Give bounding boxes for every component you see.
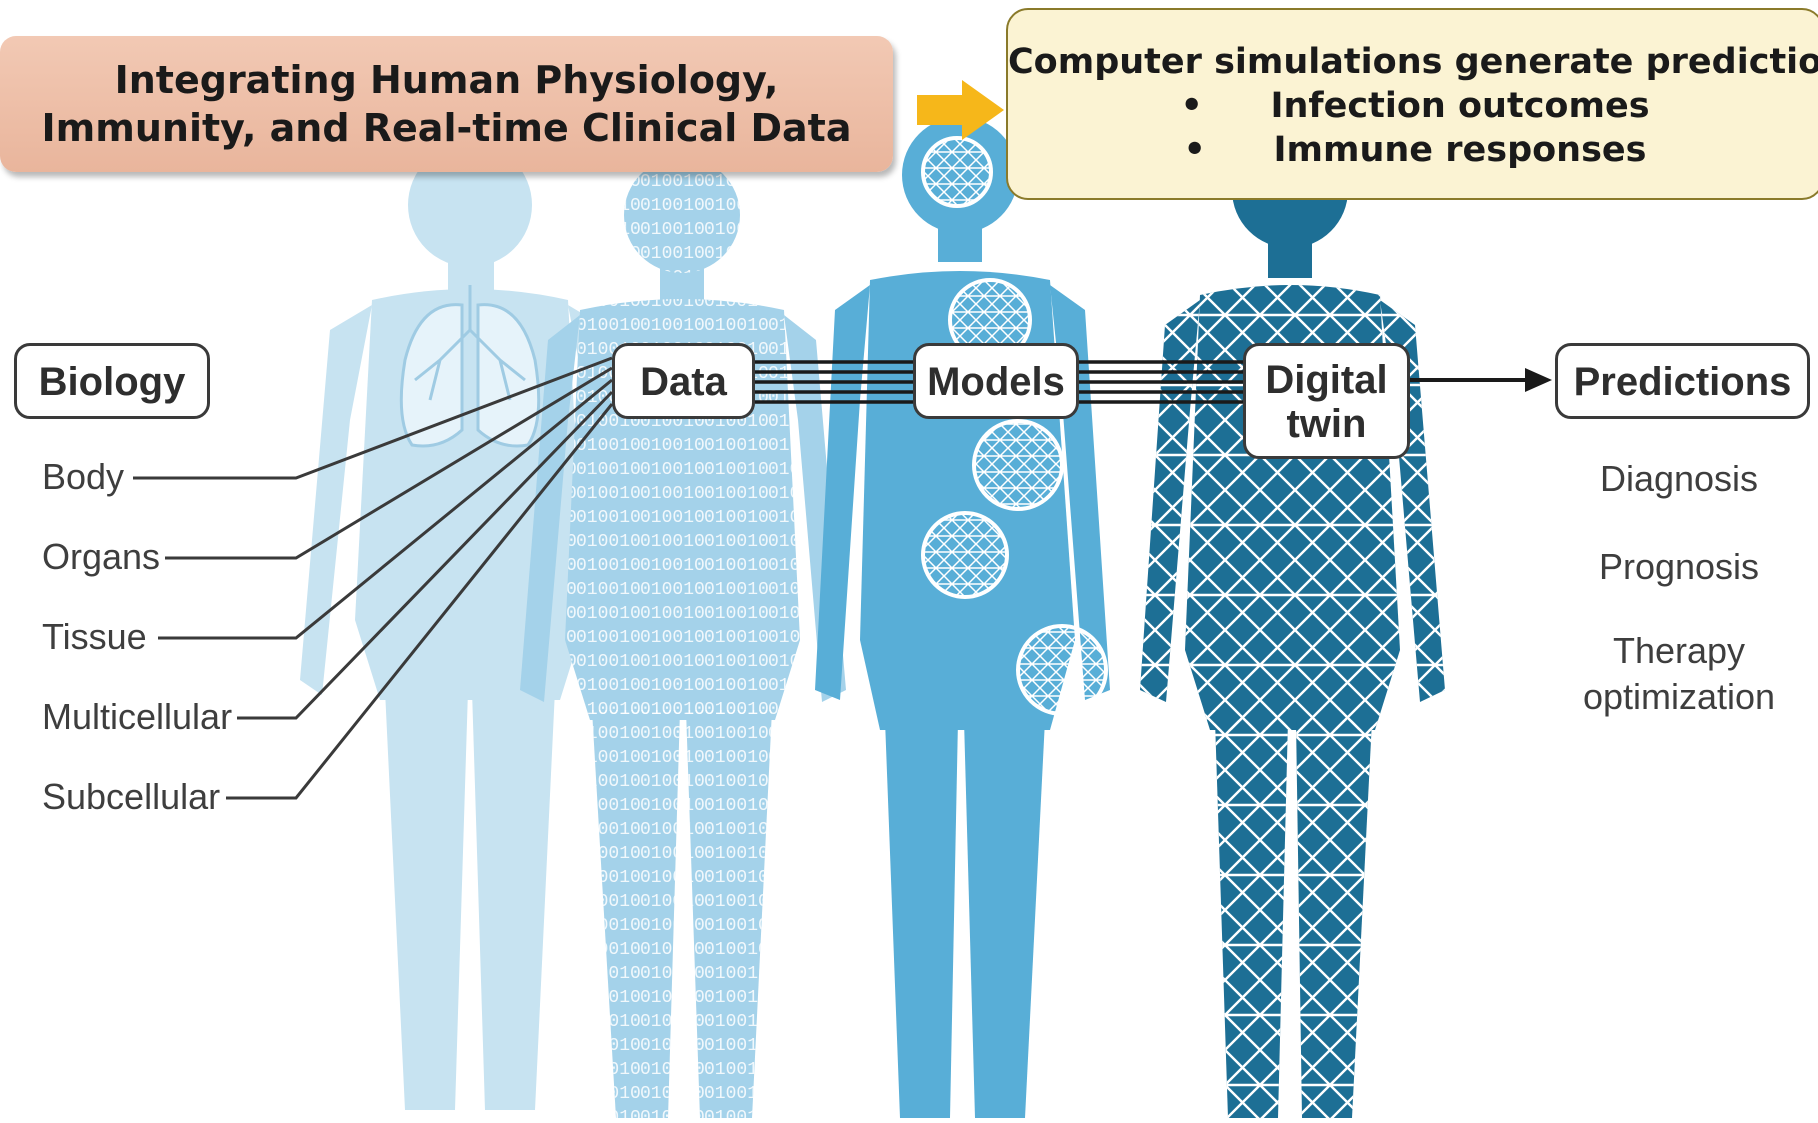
level-tissue: Tissue (42, 616, 147, 657)
stage-links (755, 360, 1243, 404)
data-header: Data (612, 343, 755, 419)
simulation-title: Computer simulations generate prediction… (1008, 42, 1818, 82)
simulation-item: • Infection outcomes (1008, 84, 1818, 128)
figure-models (815, 117, 1110, 1118)
yellow-arrow-icon (917, 80, 1004, 140)
banner-line-2: Immunity, and Real-time Clinical Data (41, 106, 852, 150)
prediction-therapy: Therapy optimization (1549, 628, 1809, 720)
models-header: Models (913, 343, 1079, 419)
level-organs: Organs (42, 536, 161, 577)
simulation-item-label: Infection outcomes (1270, 86, 1650, 126)
predictions-header: Predictions (1555, 343, 1810, 419)
mesh-sphere-icon (921, 136, 1108, 716)
banner-line-1: Integrating Human Physiology, (114, 58, 779, 102)
title-banner: Integrating Human Physiology, Immunity, … (0, 36, 893, 172)
digital-twin-line-1: Digital (1265, 358, 1388, 402)
bullet-icon: • (1183, 130, 1206, 170)
level-connectors (133, 356, 614, 800)
level-multicellular: Multicellular (42, 696, 233, 737)
bullet-icon: • (1180, 86, 1203, 126)
prediction-diagnosis: Diagnosis (1599, 458, 1759, 499)
simulation-item: • Immune responses (1008, 128, 1818, 172)
therapy-line-2: optimization (1582, 676, 1776, 717)
black-arrow-icon (1410, 368, 1552, 392)
prediction-prognosis: Prognosis (1598, 546, 1760, 587)
level-body: Body (42, 456, 125, 497)
therapy-line-1: Therapy (1612, 630, 1746, 671)
lung-icon (399, 285, 541, 448)
level-subcellular: Subcellular (42, 776, 221, 817)
digital-twin-line-2: twin (1286, 402, 1367, 446)
simulation-item-label: Immune responses (1273, 130, 1647, 170)
figure-digital-twin (1140, 132, 1445, 1118)
simulation-callout: Computer simulations generate prediction… (1006, 8, 1818, 200)
figure-data (520, 157, 846, 1118)
biology-header: Biology (14, 343, 210, 419)
digital-twin-header: Digital twin (1243, 343, 1410, 459)
